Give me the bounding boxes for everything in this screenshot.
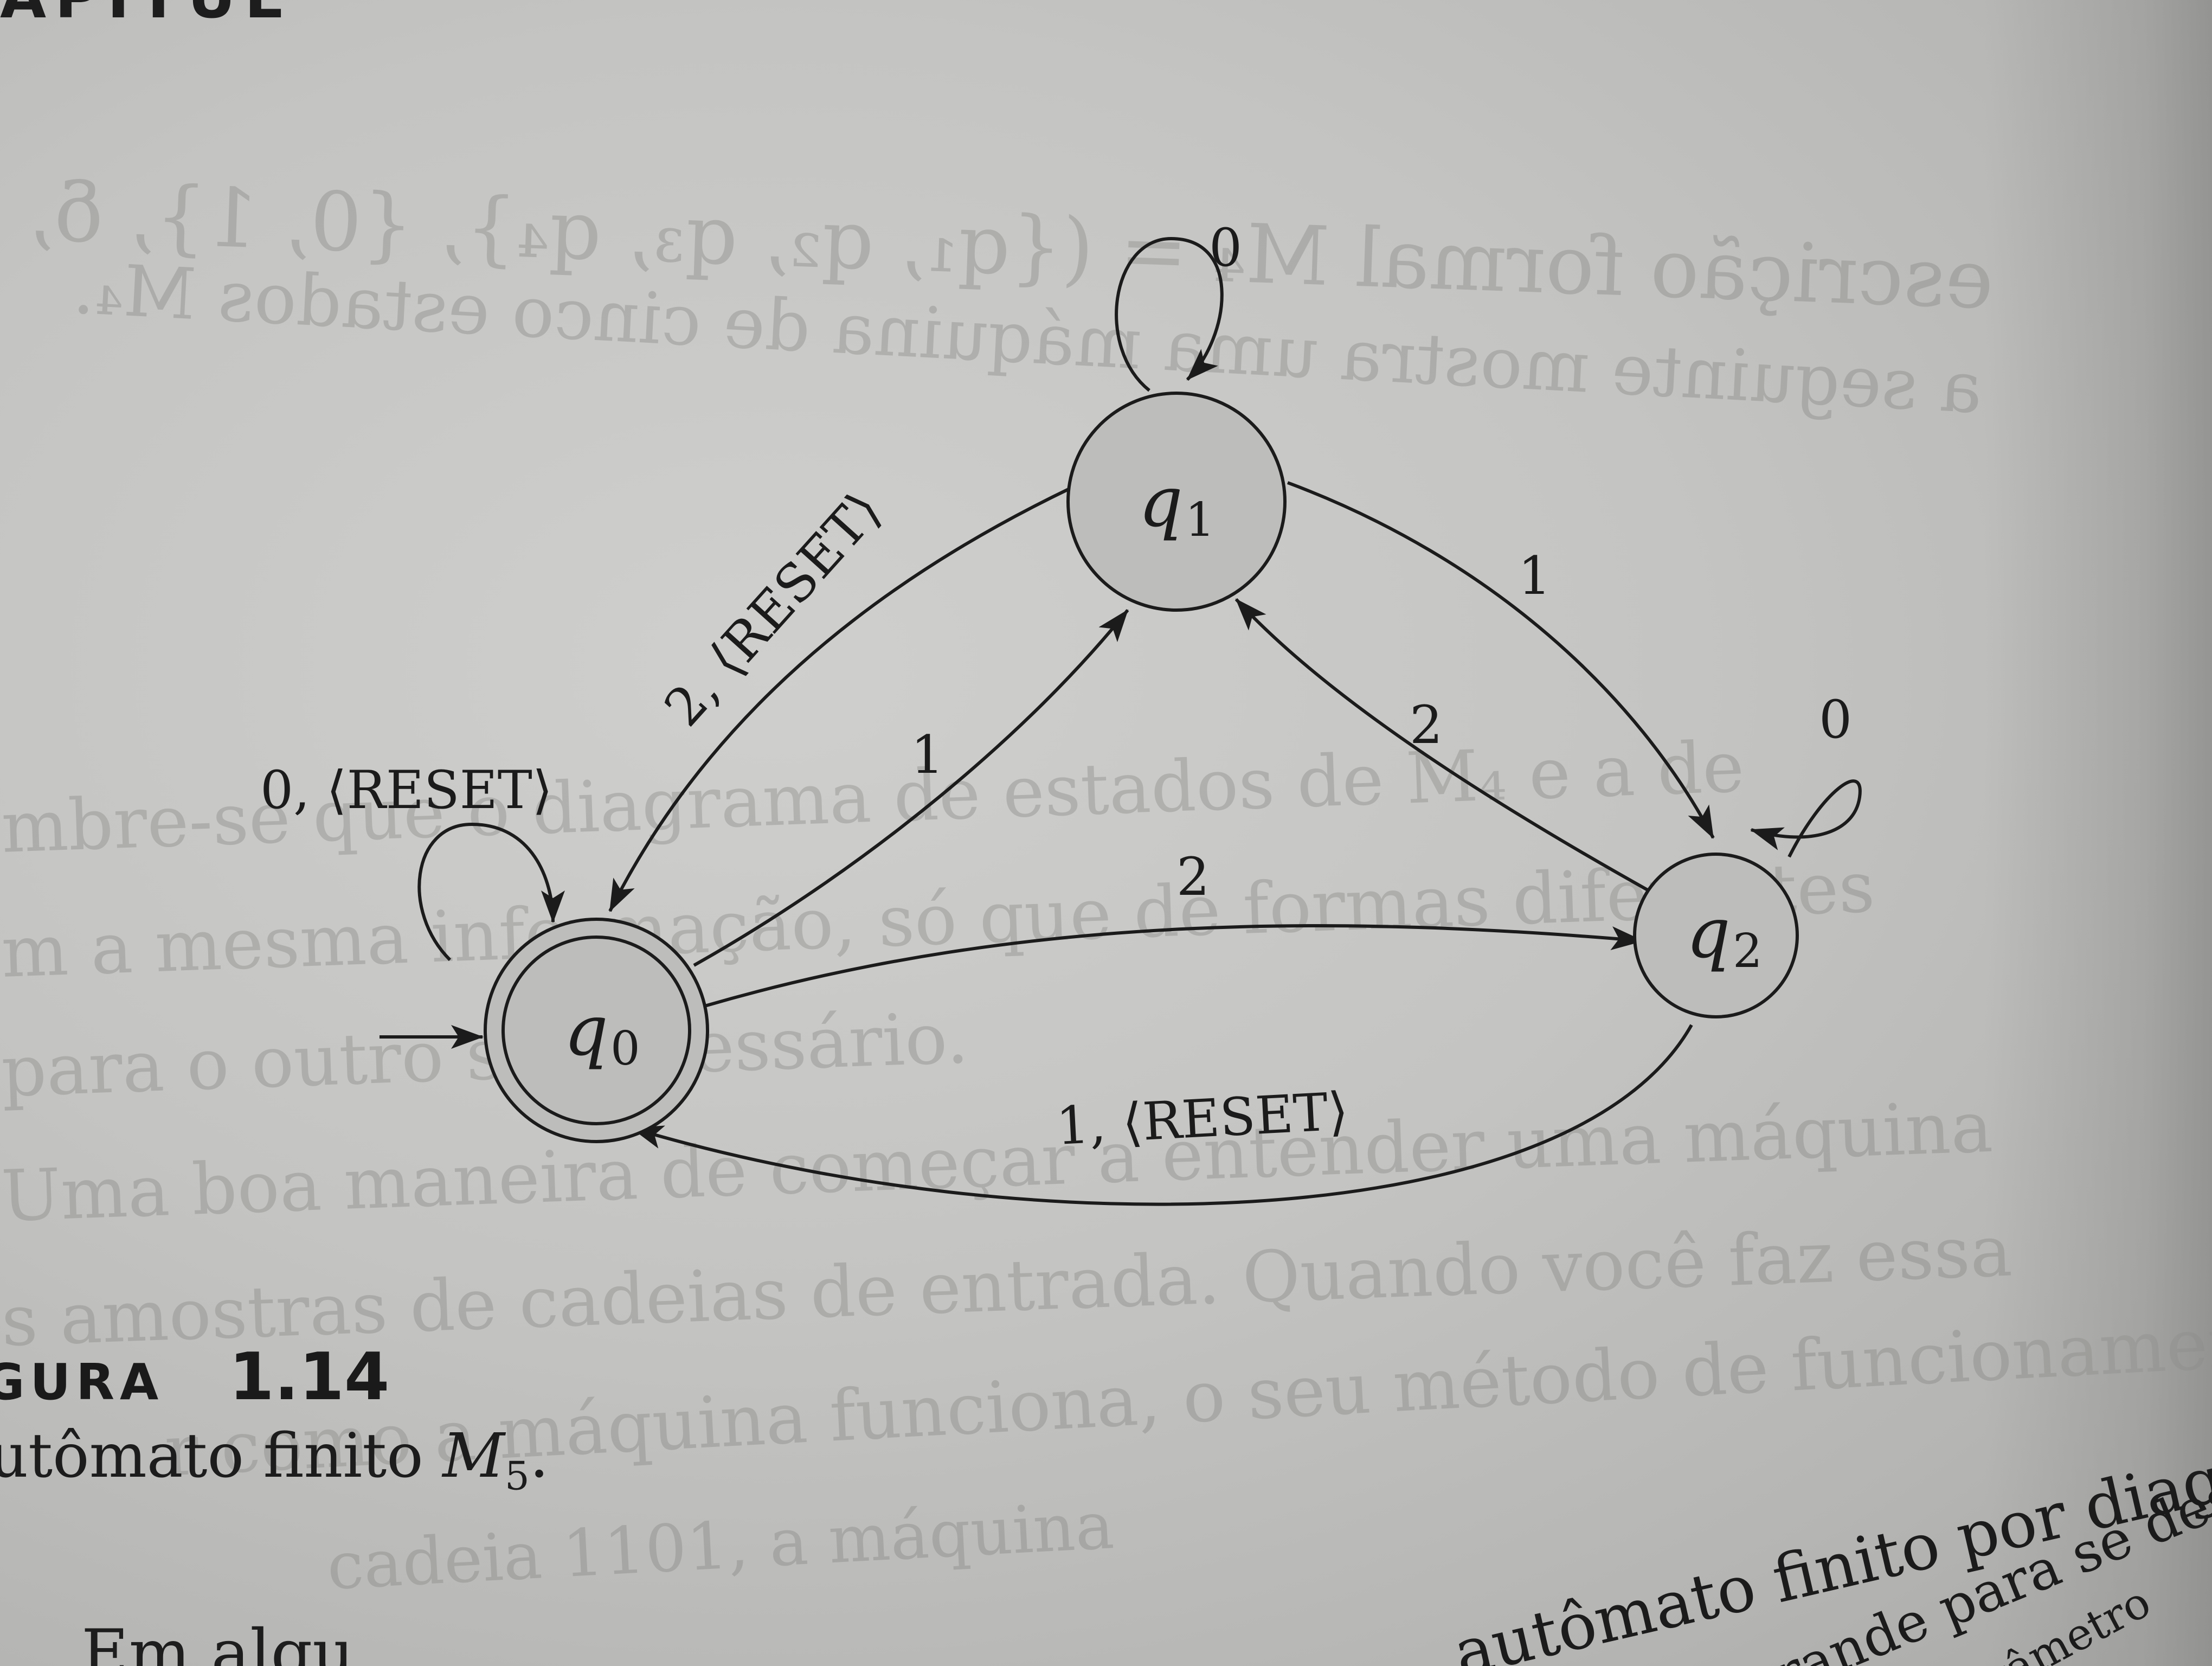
caption-symbol: M xyxy=(442,1421,505,1491)
edge-q0-q0 xyxy=(417,822,565,962)
edge-q1-q1 xyxy=(1115,236,1224,392)
edge-q2-q1 xyxy=(1234,598,1657,896)
edge-q1-q0 xyxy=(608,486,1072,912)
state-label-q1: q1 xyxy=(1139,462,1215,547)
page-edge-shadow xyxy=(1984,0,2212,1666)
figure-number: 1.14 xyxy=(229,1340,390,1415)
figure-label-word: GURA xyxy=(0,1353,164,1411)
body-text-fragment: Em algu xyxy=(81,1616,355,1666)
state-label-q2: q2 xyxy=(1686,893,1763,978)
caption-subscript: 5 xyxy=(504,1453,530,1499)
edge-q1-q2 xyxy=(1287,481,1715,839)
edge-q0-q2 xyxy=(704,924,1644,1008)
edge-label-q0-q1: 1 xyxy=(911,725,944,785)
caption-suffix: . xyxy=(529,1421,549,1491)
edge-label-q1-q0: 2, ⟨RESET⟩ xyxy=(653,480,893,738)
figure-label: GURA 1.14 xyxy=(0,1340,389,1415)
figure-caption: utômato finito M5. xyxy=(0,1421,549,1498)
state-q1: q1 xyxy=(1066,392,1287,612)
caption-text: utômato finito xyxy=(0,1421,443,1491)
edge-label-q2-q2: 0 xyxy=(1819,689,1852,750)
state-q2: q2 xyxy=(1633,853,1799,1018)
state-label-q0: q0 xyxy=(564,991,640,1076)
state-q0: q0 xyxy=(484,918,709,1143)
edge-q0-q1 xyxy=(693,609,1129,967)
edge-label-q0-q2: 2 xyxy=(1176,847,1210,907)
edge-label-q1-q2: 1 xyxy=(1518,546,1551,606)
edge-q2-q2 xyxy=(1750,779,1862,858)
edge-label-q2-q0: 1, ⟨RESET⟩ xyxy=(1054,1081,1349,1157)
edge-label-q1-q1: 0 xyxy=(1209,217,1242,278)
edge-label-q2-q1: 2 xyxy=(1410,695,1443,755)
edge-q2-q0 xyxy=(631,1024,1693,1206)
chapter-header-fragment: APITUL xyxy=(0,0,291,31)
edge-label-q0-q0: 0, ⟨RESET⟩ xyxy=(260,760,552,821)
